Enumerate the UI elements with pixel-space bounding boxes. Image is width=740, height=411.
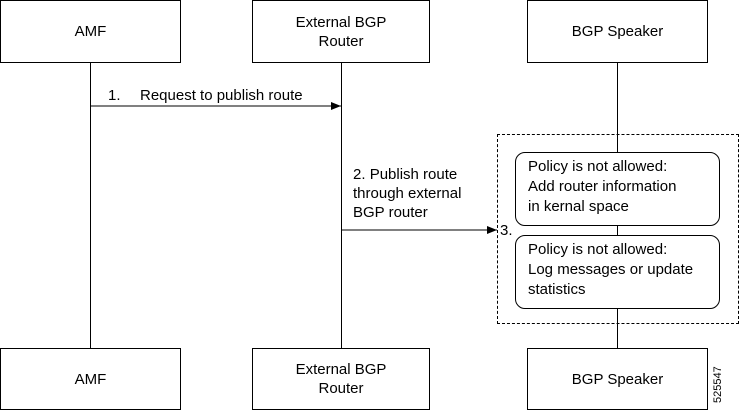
speaker-box-bottom: BGP Speaker [527,348,708,410]
router-box-bottom: External BGP Router [252,348,430,410]
router-lifeline [341,63,342,348]
policy-note-1: Policy is not allowed: Add router inform… [515,152,720,226]
figure-id: 525547 [712,366,724,403]
router-label-bottom: External BGP Router [295,361,387,397]
message-1-text: Request to publish route [140,87,303,104]
amf-label-bottom: AMF [74,370,107,388]
amf-box-bottom: AMF [0,348,181,410]
message-2-label: Publish route through external BGP route… [353,166,462,221]
router-box-top: External BGP Router [252,0,430,63]
amf-box-top: AMF [0,0,181,63]
message-3-number: 3. [500,222,513,239]
speaker-label-bottom: BGP Speaker [571,370,664,388]
amf-lifeline [90,63,91,348]
speaker-box-top: BGP Speaker [527,0,708,63]
message-2-number: 2. [353,166,366,183]
router-label-top: External BGP Router [295,13,387,50]
policy-note-2: Policy is not allowed: Log messages or u… [515,235,720,309]
message-1-number: 1. [108,87,121,104]
policy-group-frame [497,134,739,324]
message-2-text: 2. Publish route through external BGP ro… [353,165,461,222]
amf-label-top: AMF [74,23,107,40]
speaker-label-top: BGP Speaker [571,23,664,40]
